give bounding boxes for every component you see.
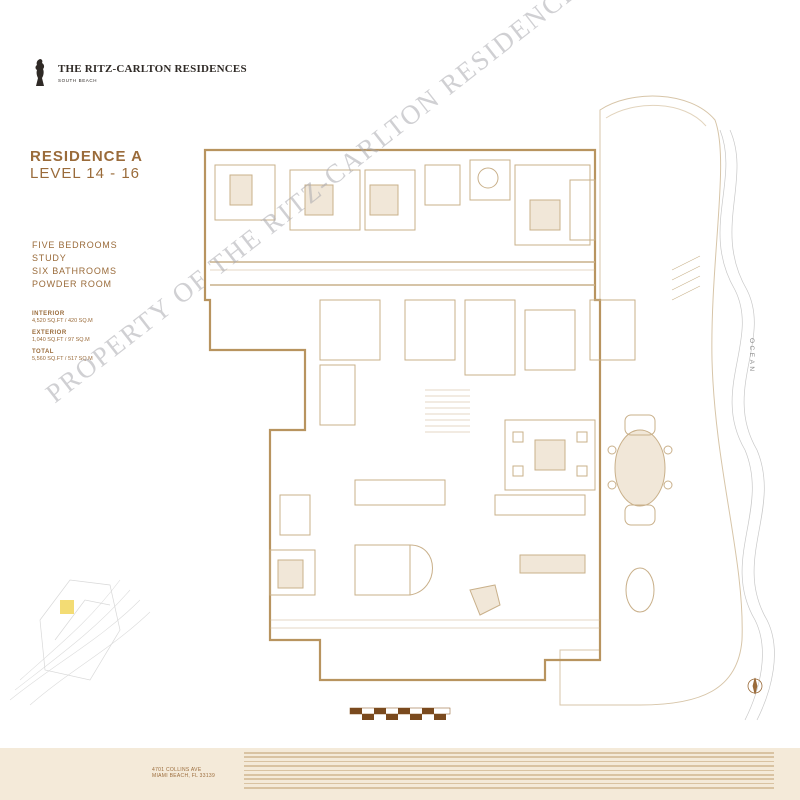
area-value-interior: 4,520 SQ.FT / 420 SQ.M — [32, 318, 93, 324]
fineprint-line — [244, 752, 774, 754]
area-label-interior: INTERIOR — [32, 311, 65, 317]
address-line-1: 4701 COLLINS AVE — [152, 767, 202, 773]
area-summary: INTERIOR 4,520 SQ.FT / 420 SQ.M EXTERIOR… — [32, 311, 93, 368]
lion-logo-icon — [35, 59, 45, 86]
building-sketch — [39, 579, 121, 681]
scale-bar — [349, 707, 451, 720]
area-value-total: 5,560 SQ.FT / 517 SQ.M — [32, 356, 93, 362]
residence-levels: LEVEL 14 - 16 — [30, 165, 141, 182]
ocean-waves — [719, 129, 775, 721]
terrace-planters — [671, 255, 701, 301]
feature-item: STUDY — [32, 253, 67, 263]
area-label-total: TOTAL — [32, 349, 54, 355]
contour-lines — [9, 579, 151, 706]
brand-logo: THE RITZ-CARLTON RESIDENCES SOUTH BEACH — [32, 58, 247, 88]
area-label-exterior: EXTERIOR — [32, 330, 67, 336]
address-line-2: MIAMI BEACH, FL 33139 — [152, 773, 216, 779]
feature-item: POWDER ROOM — [32, 279, 112, 289]
fineprint-line — [244, 787, 774, 789]
footer: 4701 COLLINS AVE MIAMI BEACH, FL 33139 — [0, 748, 800, 800]
area-value-exterior: 1,040 SQ.FT / 97 SQ.M — [32, 337, 90, 343]
footer-address: 4701 COLLINS AVE MIAMI BEACH, FL 33139 — [152, 767, 215, 779]
fineprint-line — [244, 782, 774, 785]
residence-heading: RESIDENCE A LEVEL 14 - 16 — [30, 148, 143, 183]
fineprint-line — [244, 756, 774, 758]
fineprint-line — [244, 773, 774, 776]
ocean-label: OCEAN — [748, 338, 755, 374]
residence-title: RESIDENCE A — [30, 148, 143, 165]
fineprint-line — [244, 765, 774, 767]
feature-item: FIVE BEDROOMS — [32, 240, 118, 250]
fineprint-line — [244, 760, 774, 763]
terrace-outline — [559, 95, 743, 706]
stairs — [425, 389, 470, 433]
legal-fineprint — [244, 752, 774, 792]
fineprint-line — [244, 769, 774, 772]
feature-item: SIX BATHROOMS — [32, 266, 117, 276]
brand-name: THE RITZ-CARLTON RESIDENCES — [58, 63, 247, 75]
feature-list: FIVE BEDROOMS STUDY SIX BATHROOMS POWDER… — [32, 239, 117, 291]
brand-subtitle: SOUTH BEACH — [58, 78, 98, 83]
fineprint-line — [244, 778, 774, 780]
compass-icon — [747, 677, 763, 695]
